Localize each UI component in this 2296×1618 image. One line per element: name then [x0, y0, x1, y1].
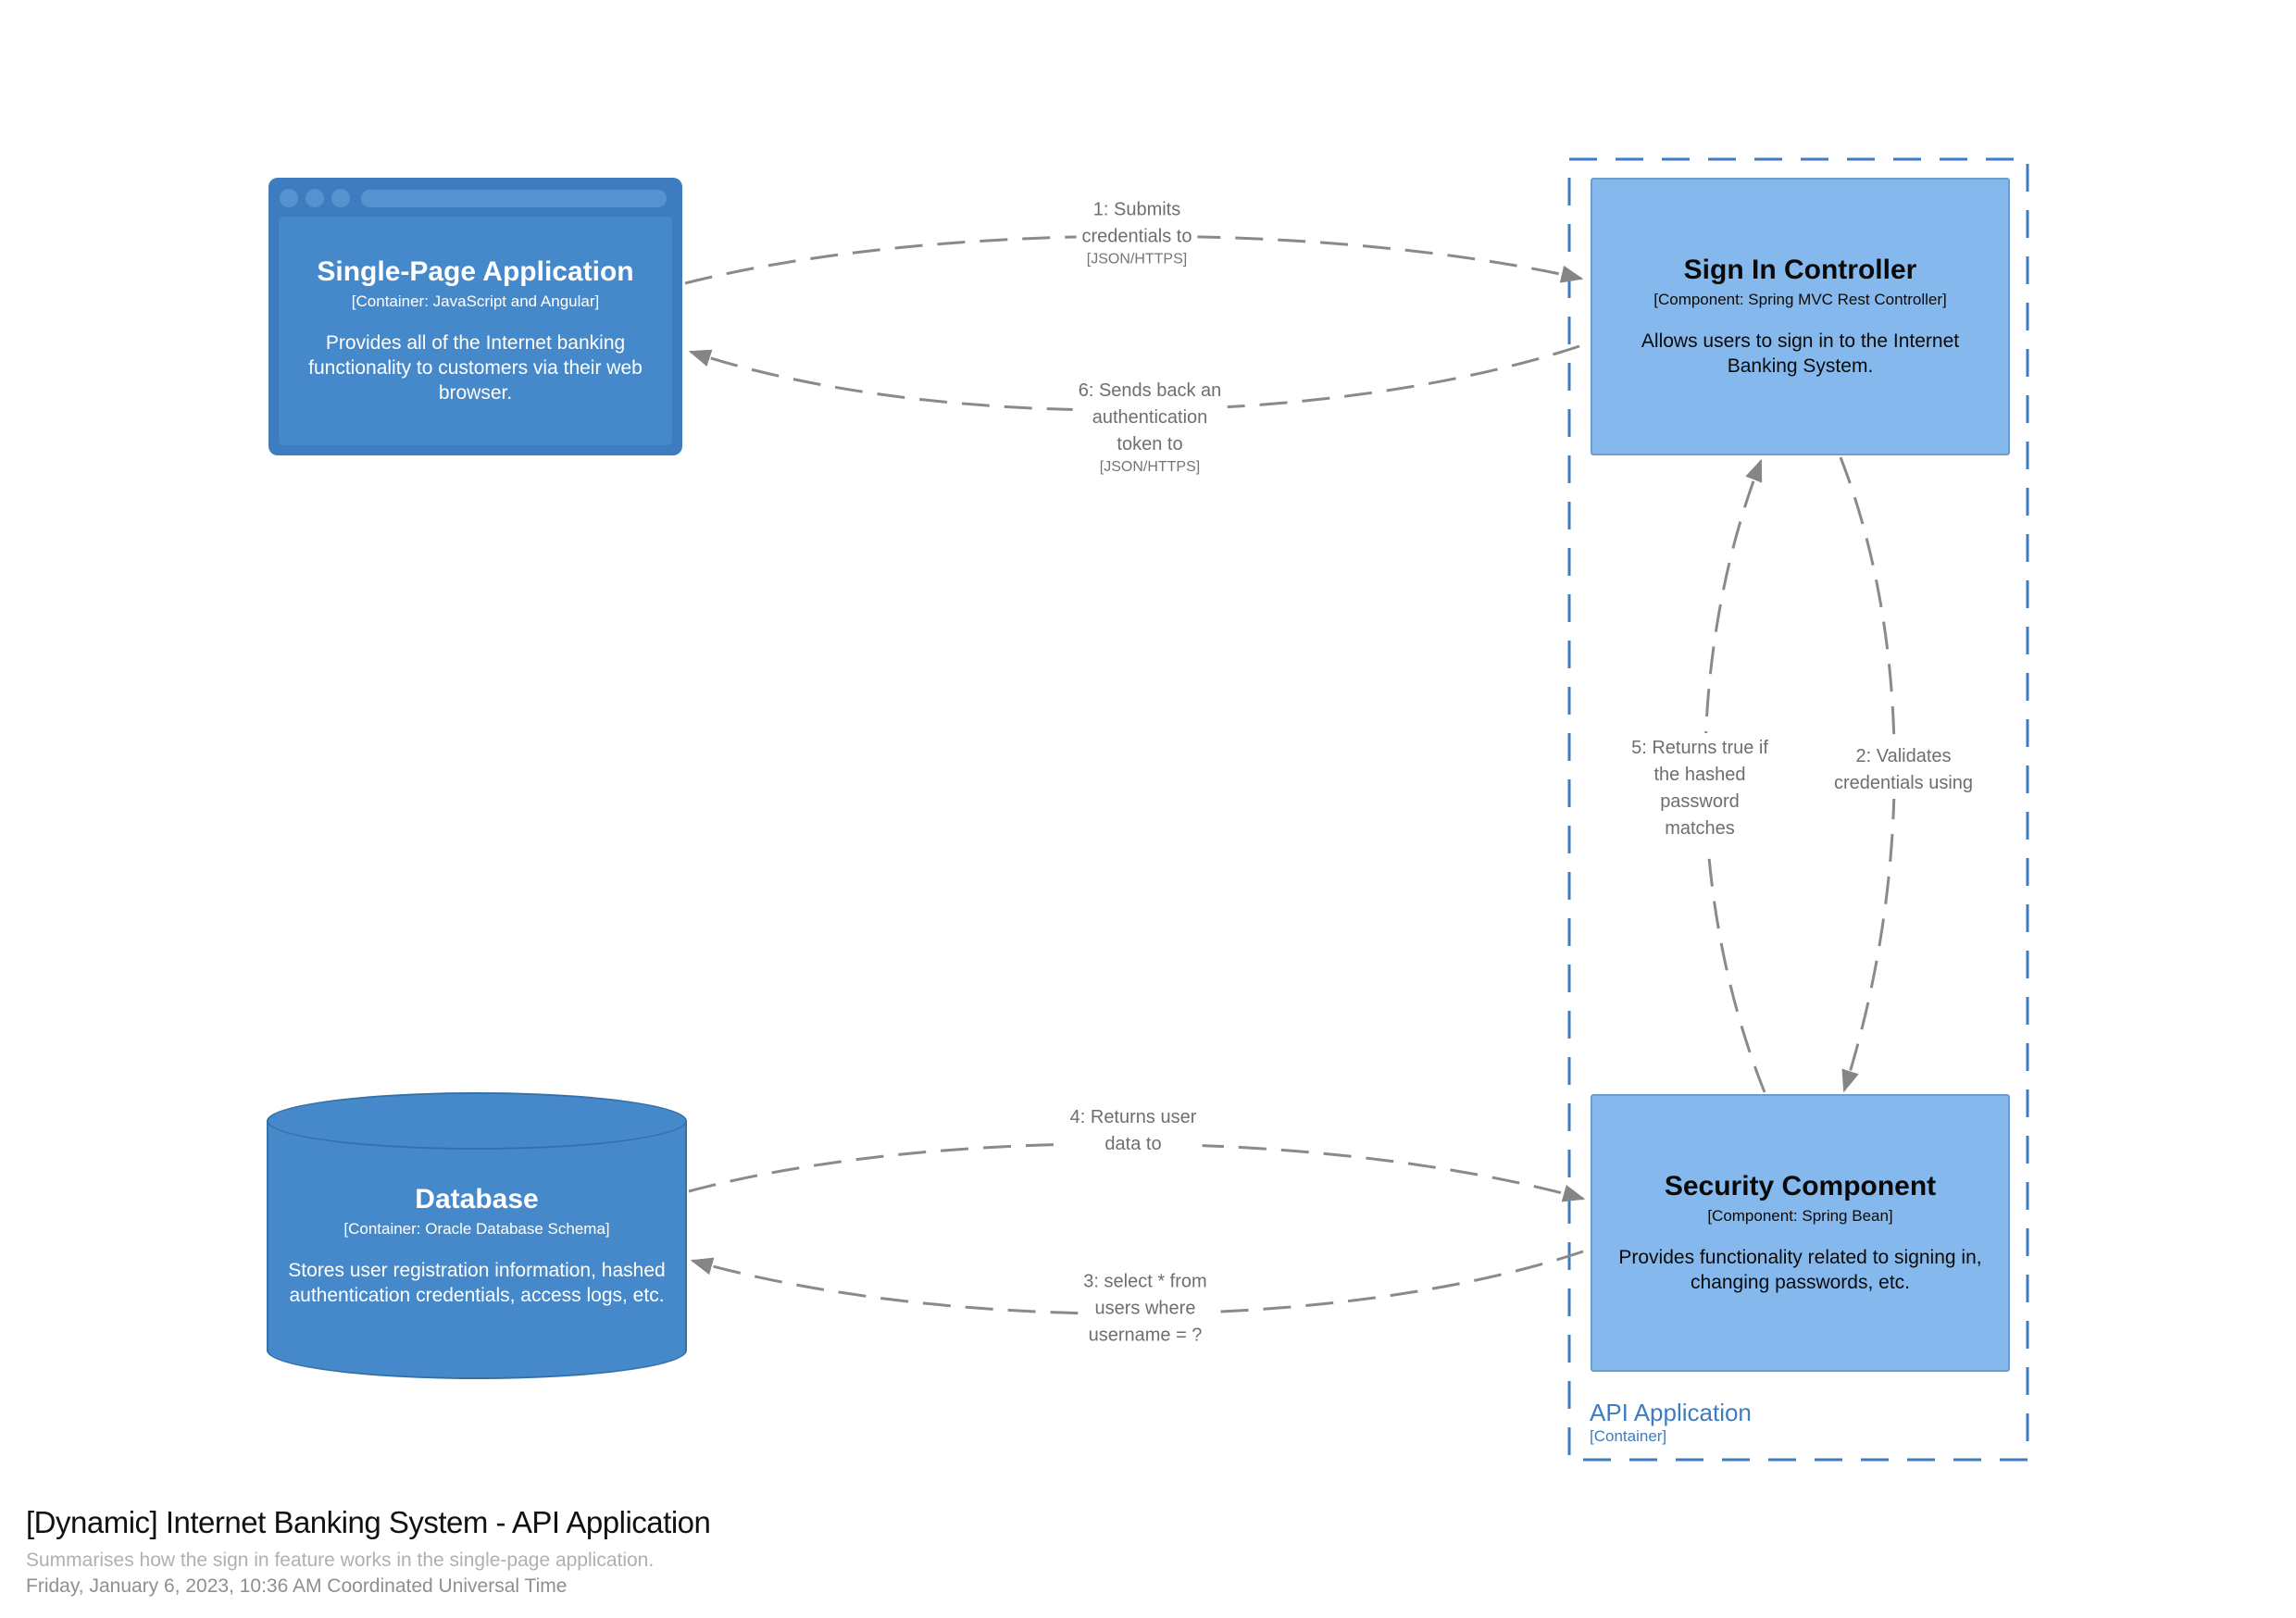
node-sign-in-controller[interactable]: Sign In Controller [Component: Spring MV… — [1591, 178, 2010, 455]
node-description: Stores user registration information, ha… — [288, 1260, 666, 1306]
node-description: Allows users to sign in to the Internet … — [1641, 330, 1960, 377]
browser-dot-icon — [306, 189, 324, 207]
relationship-text: 1: Submits credentials to — [1081, 199, 1192, 247]
relationship-technology: [JSON/HTTPS] — [1086, 251, 1188, 268]
diagram-date: Friday, January 6, 2023, 10:36 AM Coordi… — [26, 1575, 568, 1597]
node-title: Sign In Controller — [1683, 255, 1917, 286]
browser-dot-icon — [331, 189, 350, 207]
node-description: Provides functionality related to signin… — [1618, 1247, 1982, 1293]
relationship-arrow-5 — [1703, 458, 1766, 1093]
relationship-label-2: 2: Validates credentials using — [1828, 741, 1979, 799]
node-security-component[interactable]: Security Component [Component: Spring Be… — [1591, 1094, 2010, 1372]
diagram-title-block: [Dynamic] Internet Banking System - API … — [26, 1505, 711, 1598]
relationship-text: 3: select * from users where username = … — [1083, 1271, 1207, 1346]
cylinder-top — [267, 1092, 687, 1150]
relationship-text: 5: Returns true if the hashed password m… — [1631, 738, 1768, 839]
relationship-label-6: 6: Sends back an authentication token to… — [1072, 376, 1228, 479]
boundary-label: API Application [Container] — [1590, 1399, 1752, 1446]
browser-url-bar — [361, 190, 667, 207]
relationship-technology: [JSON/HTTPS] — [1099, 459, 1201, 476]
relationship-label-1: 1: Submits credentials to [JSON/HTTPS] — [1076, 194, 1198, 272]
node-meta: [Container: JavaScript and Angular] — [351, 292, 600, 311]
boundary-meta: [Container] — [1590, 1426, 1667, 1445]
cylinder-body — [267, 1121, 687, 1350]
relationship-text: 2: Validates credentials using — [1833, 746, 1974, 793]
node-title: Single-Page Application — [317, 256, 634, 288]
node-database[interactable]: Database [Container: Oracle Database Sch… — [267, 1092, 687, 1379]
browser-dot-icon — [280, 189, 298, 207]
diagram-subtitle: Summarises how the sign in feature works… — [26, 1550, 655, 1571]
node-description: Provides all of the Internet banking fun… — [308, 332, 643, 404]
node-meta: [Component: Spring Bean] — [1707, 1207, 1893, 1226]
spa-content: Single-Page Application [Container: Java… — [279, 217, 672, 445]
boundary-name: API Application — [1590, 1399, 1752, 1426]
relationship-label-4: 4: Returns user data to — [1064, 1102, 1203, 1160]
diagram-title: [Dynamic] Internet Banking System - API … — [26, 1505, 711, 1539]
node-title: Security Component — [1664, 1171, 1937, 1202]
relationship-label-3: 3: select * from users where username = … — [1078, 1266, 1213, 1351]
node-meta: [Container: Oracle Database Schema] — [343, 1220, 610, 1238]
relationship-label-5: 5: Returns true if the hashed password m… — [1626, 733, 1774, 844]
relationship-text: 6: Sends back an authentication token to — [1078, 380, 1222, 455]
relationship-text: 4: Returns user data to — [1069, 1107, 1197, 1154]
node-single-page-application[interactable]: Single-Page Application [Container: Java… — [268, 178, 682, 455]
database-content: Database [Container: Oracle Database Sch… — [276, 1150, 678, 1342]
node-meta: [Component: Spring MVC Rest Controller] — [1653, 291, 1947, 309]
node-title: Database — [415, 1184, 539, 1215]
